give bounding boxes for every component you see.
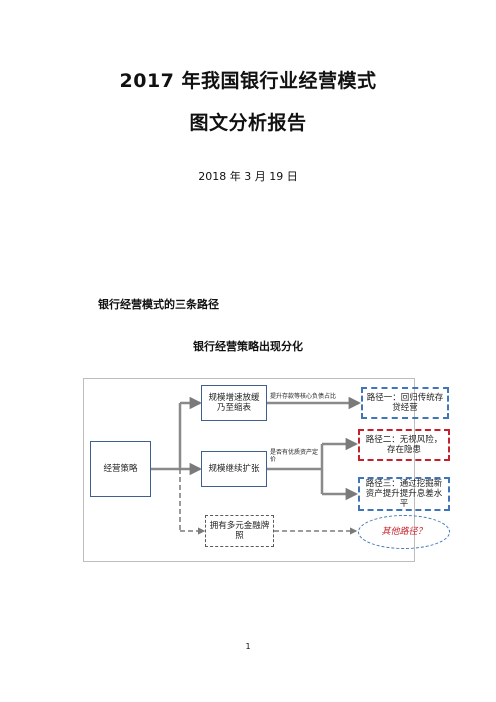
- page-number: 1: [245, 642, 251, 651]
- strategy-node: 经营策略: [90, 441, 151, 497]
- branch2-node: 规模继续扩张: [201, 451, 267, 487]
- report-title-line1: 2017 年我国银行业经营模式: [119, 70, 377, 92]
- section-heading: 银行经营模式的三条路径: [98, 298, 219, 311]
- figure-title: 银行经营策略出现分化: [193, 340, 303, 353]
- path1-node: 路径一：回归传统存贷经营: [361, 387, 449, 419]
- diagram-connectors: [151, 396, 362, 535]
- branch3-node: 拥有多元金融牌照: [205, 515, 274, 547]
- other-path-label: 其他路径？: [381, 527, 427, 537]
- path2-node: 路径二：无视风险，存在隐患: [358, 429, 450, 461]
- path3-node: 路径三：通过挖掘新资产提升提升息差水平: [358, 477, 450, 511]
- branch1-node: 规模增速放缓乃至缩表: [201, 385, 267, 421]
- edge-label-1: 提升存款等核心负债占比: [270, 393, 337, 400]
- edge-label-2: 是否有优质资产定价: [270, 449, 319, 463]
- strategy-diagram: 经营策略 规模增速放缓乃至缩表 规模继续扩张 拥有多元金融牌照 提升存款等核心负…: [83, 378, 450, 562]
- other-path-oval: 其他路径？: [358, 515, 450, 549]
- report-title-line2: 图文分析报告: [189, 112, 307, 134]
- report-date: 2018 年 3 月 19 日: [198, 170, 298, 183]
